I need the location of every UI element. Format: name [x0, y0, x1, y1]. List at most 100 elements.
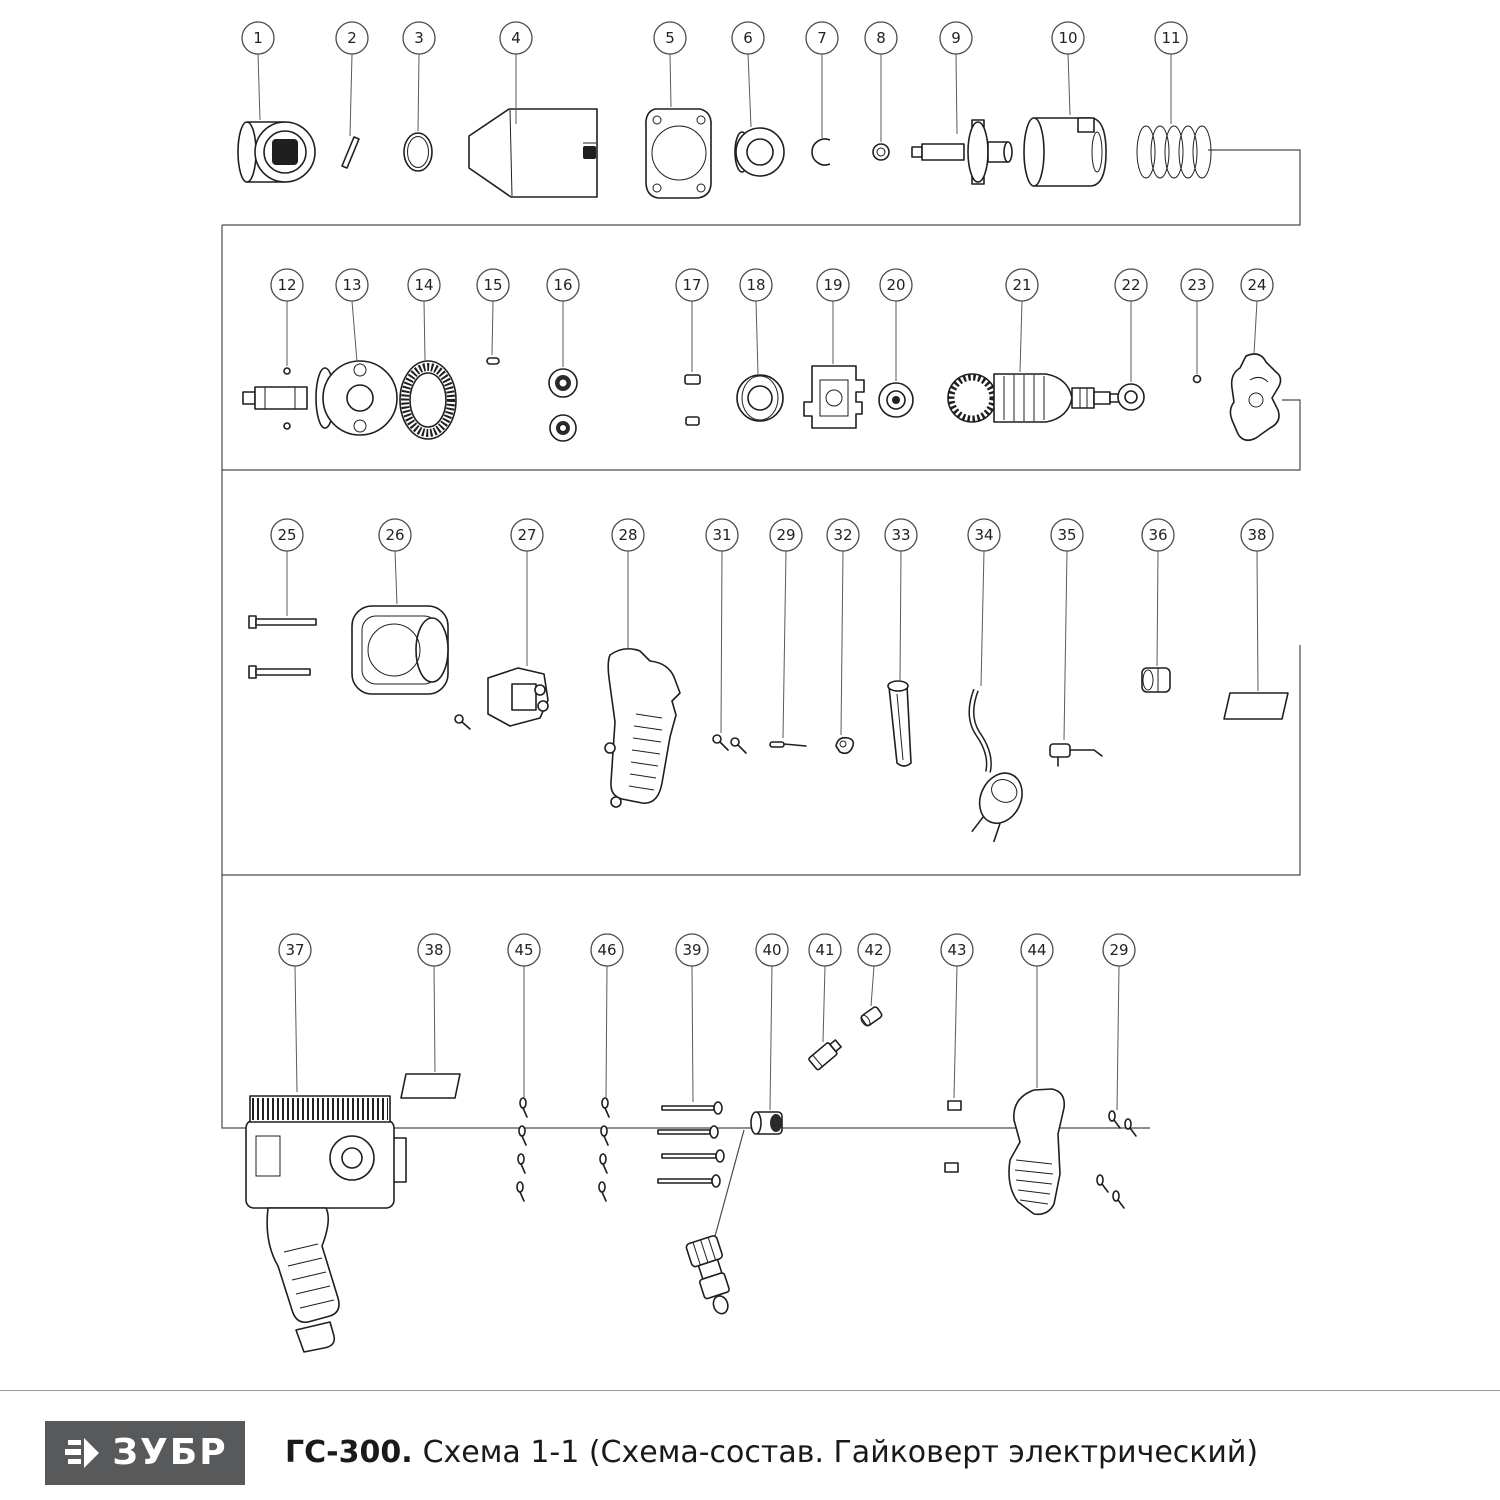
svg-text:38: 38	[1247, 526, 1266, 544]
svg-text:38: 38	[424, 941, 443, 959]
callout-9-8: 9	[939, 21, 973, 135]
model-number: ГС-300.	[285, 1435, 413, 1470]
part-17-pins	[684, 374, 701, 426]
svg-text:46: 46	[597, 941, 616, 959]
svg-text:14: 14	[414, 276, 433, 294]
part-29-pin	[769, 741, 807, 748]
svg-text:20: 20	[886, 276, 905, 294]
part-28-handle-half	[604, 647, 681, 808]
svg-text:44: 44	[1027, 941, 1046, 959]
part-8-small-ring	[872, 143, 890, 161]
part-14-ring-gear	[399, 360, 457, 440]
callout-19-18: 19	[816, 268, 850, 364]
part-38-label	[1223, 692, 1289, 720]
callout-29-46: 29	[1102, 933, 1136, 1111]
svg-text:3: 3	[414, 29, 424, 47]
callout-17-16: 17	[675, 268, 709, 372]
callout-26-25: 26	[378, 518, 412, 605]
callout-12-11: 12	[270, 268, 304, 366]
callout-22-21: 22	[1114, 268, 1148, 382]
svg-text:23: 23	[1187, 276, 1206, 294]
part-32-clip	[835, 736, 855, 755]
part-12-13-shaft-flange	[242, 360, 398, 436]
part-33-cord-sleeve	[887, 680, 912, 767]
svg-text:28: 28	[618, 526, 637, 544]
callout-37-36: 37	[278, 933, 312, 1093]
callout-33-31: 33	[884, 518, 918, 682]
part-29-screws-2	[1096, 1110, 1137, 1209]
part-39-long-screws	[657, 1101, 725, 1188]
part-40-bushing	[750, 1111, 783, 1135]
callout-31-28: 31	[705, 518, 739, 734]
part-41-carbon-brush	[808, 1039, 842, 1071]
part-38-label-2	[400, 1073, 461, 1099]
part-42-sleeve	[860, 1006, 883, 1027]
callout-40-41: 40	[755, 933, 789, 1111]
part-11-spring	[1136, 125, 1212, 179]
svg-text:15: 15	[483, 276, 502, 294]
part-6-bushing	[734, 127, 785, 177]
svg-text:24: 24	[1247, 276, 1266, 294]
part-34-power-cord	[968, 688, 1023, 843]
svg-text:42: 42	[864, 941, 883, 959]
svg-text:40: 40	[762, 941, 781, 959]
svg-text:16: 16	[553, 276, 572, 294]
part-10-hammer-block	[1023, 117, 1107, 187]
part-9-spindle	[911, 119, 1013, 185]
callout-44-45: 44	[1020, 933, 1054, 1088]
callout-8-7: 8	[864, 21, 898, 142]
svg-text:21: 21	[1012, 276, 1031, 294]
callout-5-4: 5	[653, 21, 687, 108]
part-40-adapter-stack	[685, 1235, 730, 1315]
callout-14-13: 14	[407, 268, 441, 361]
callout-38-37: 38	[417, 933, 451, 1073]
svg-text:9: 9	[951, 29, 961, 47]
callout-32-30: 32	[826, 518, 860, 736]
part-15-pin	[486, 357, 500, 365]
part-3-ring	[403, 132, 433, 172]
svg-text:10: 10	[1058, 29, 1077, 47]
part-1-socket	[237, 121, 316, 183]
part-36-brush-holder	[1141, 667, 1171, 693]
part-44-inner-cover	[1008, 1088, 1066, 1216]
svg-text:36: 36	[1148, 526, 1167, 544]
svg-text:2: 2	[347, 29, 357, 47]
svg-text:4: 4	[511, 29, 521, 47]
diagram-title: ГС-300. Схема 1-1 (Схема-состав. Гайковер…	[285, 1435, 1258, 1470]
svg-text:32: 32	[833, 526, 852, 544]
callout-35-33: 35	[1050, 518, 1084, 741]
part-2-pin	[341, 136, 360, 169]
svg-text:35: 35	[1057, 526, 1076, 544]
callout-24-23: 24	[1240, 268, 1274, 355]
part-16-bearings	[548, 368, 578, 442]
part-4-front-housing	[468, 108, 598, 198]
svg-text:33: 33	[891, 526, 910, 544]
part-19-bearing-holder	[803, 365, 865, 429]
logo-text: ЗУБР	[112, 1432, 228, 1473]
part-46-screws	[598, 1097, 610, 1202]
callout-10-9: 10	[1051, 21, 1085, 116]
svg-text:8: 8	[876, 29, 886, 47]
svg-text:27: 27	[517, 526, 536, 544]
part-18-ring	[736, 374, 784, 422]
svg-text:7: 7	[817, 29, 827, 47]
callout-15-14: 15	[476, 268, 510, 356]
svg-text:18: 18	[746, 276, 765, 294]
svg-text:22: 22	[1121, 276, 1140, 294]
svg-text:11: 11	[1161, 29, 1180, 47]
svg-text:45: 45	[514, 941, 533, 959]
part-31-screws	[712, 734, 747, 754]
svg-text:12: 12	[277, 276, 296, 294]
svg-text:5: 5	[665, 29, 675, 47]
callout-7-6: 7	[805, 21, 839, 138]
zubr-arrow-icon	[65, 1437, 100, 1468]
callout-2-1: 2	[335, 21, 369, 137]
svg-text:25: 25	[277, 526, 296, 544]
callout-11-10: 11	[1154, 21, 1188, 124]
title-text: Схема 1-1 (Схема-состав. Гайковерт элект…	[422, 1435, 1259, 1470]
svg-text:43: 43	[947, 941, 966, 959]
callout-28-27: 28	[611, 518, 645, 650]
part-26-stator	[351, 605, 449, 695]
part-5-gasket-plate	[645, 108, 712, 199]
callout-46-39: 46	[590, 933, 624, 1099]
